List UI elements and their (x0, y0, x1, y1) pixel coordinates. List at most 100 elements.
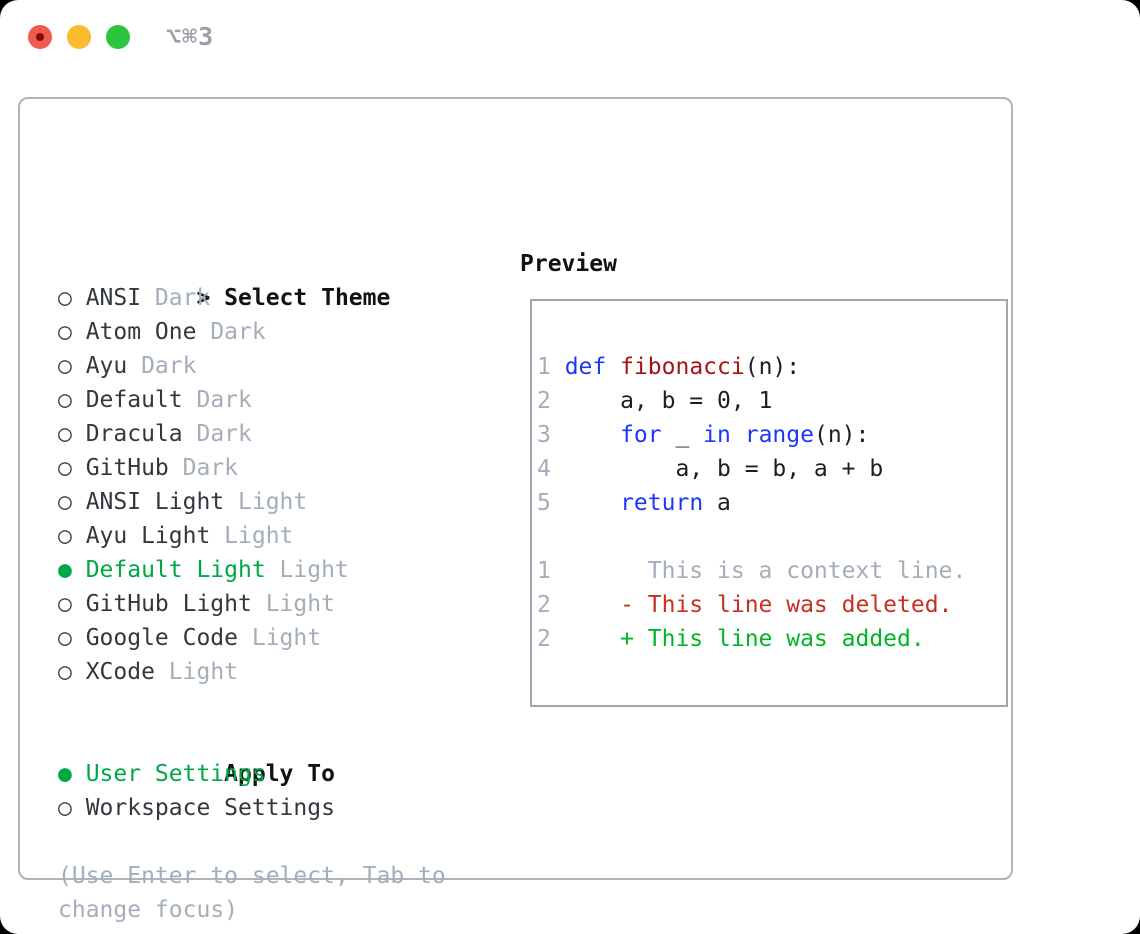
theme-name: Default Light (85, 557, 266, 583)
radio-unselected-icon: ○ (58, 285, 72, 311)
code-token: + This line was added. (564, 626, 925, 652)
radio-unselected-icon: ○ (58, 455, 72, 481)
line-number: 5 (537, 490, 551, 516)
theme-name: GitHub Light (85, 591, 252, 617)
theme-item-dracula[interactable]: ○ Dracula Dark (58, 417, 498, 451)
theme-item-ansi[interactable]: ○ ANSI Dark (58, 281, 498, 315)
preview-line: 2 - This line was deleted. (537, 588, 1006, 622)
line-number: 4 (537, 456, 551, 482)
theme-name: ANSI Light (85, 489, 225, 515)
code-token: for (620, 422, 662, 448)
radio-unselected-icon: ○ (58, 625, 72, 651)
code-token: (n): (744, 354, 801, 380)
radio-selected-icon: ● (58, 557, 72, 583)
apply-option-workspace-settings[interactable]: ○ Workspace Settings (58, 791, 498, 825)
line-number: 2 (537, 388, 551, 414)
theme-item-google-code[interactable]: ○ Google Code Light (58, 621, 498, 655)
code-token: This is a context line. (564, 558, 967, 584)
theme-name: ANSI (85, 285, 142, 311)
theme-name: Dracula (85, 421, 183, 447)
preview-code: 1 def fibonacci(n): 2 a, b = 0, 1 3 for _ i… (532, 301, 1006, 656)
apply-to-title: Apply To (224, 761, 335, 787)
radio-unselected-icon: ○ (58, 353, 72, 379)
code-token: range (744, 422, 814, 448)
radio-selected-icon: ● (58, 761, 72, 787)
preview-pane: 1 def fibonacci(n): 2 a, b = 0, 1 3 for _ i… (530, 299, 1008, 707)
variant-tag: Light (238, 489, 308, 515)
code-token: - This line was deleted. (564, 592, 953, 618)
code-token: fibonacci (620, 354, 745, 380)
close-dot-icon (36, 33, 44, 41)
variant-tag: Dark (210, 319, 266, 345)
theme-name: Ayu Light (85, 523, 211, 549)
line-number: 1 (537, 558, 551, 584)
code-token: a, b = 0, 1 (564, 388, 773, 414)
apply-to-header: Apply To (58, 723, 498, 787)
radio-unselected-icon: ○ (58, 489, 72, 515)
code-token (565, 422, 620, 448)
variant-tag: Dark (196, 421, 252, 447)
preview-title: Preview (520, 251, 617, 277)
select-theme-title: Select Theme (224, 285, 391, 311)
line-number: 3 (537, 422, 551, 448)
variant-tag: Dark (141, 353, 197, 379)
code-token: return (620, 490, 704, 516)
preview-line: 5 return a (537, 486, 1006, 520)
preview-line: 4 a, b = b, a + b (537, 452, 1006, 486)
code-token: in (703, 422, 731, 448)
variant-tag: Dark (154, 285, 211, 311)
maximize-button[interactable] (106, 25, 130, 49)
code-token (606, 354, 620, 380)
theme-name: XCode (85, 659, 155, 685)
preview-line: 2 a, b = 0, 1 (537, 384, 1006, 418)
apply-to-options: ● User Settings ○ Workspace Settings (58, 757, 498, 825)
preview-line: 1 def fibonacci(n): (537, 350, 1006, 384)
line-number: 2 (537, 592, 551, 618)
close-button[interactable] (28, 25, 52, 49)
radio-unselected-icon: ○ (58, 319, 72, 345)
variant-tag: Light (265, 591, 335, 617)
radio-unselected-icon: ○ (58, 591, 72, 617)
apply-option-label: Workspace Settings (85, 795, 335, 821)
theme-item-default[interactable]: ○ Default Dark (58, 383, 498, 417)
theme-item-ansi-light[interactable]: ○ ANSI Light Light (58, 485, 498, 519)
code-token (731, 422, 745, 448)
variant-tag: Light (168, 659, 239, 685)
apply-option-label: User Settings (85, 761, 266, 787)
variant-tag: Light (251, 625, 322, 651)
keyboard-hint: (Use Enter to select, Tab to change focu… (58, 863, 446, 923)
code-token: def (564, 354, 607, 380)
theme-item-xcode[interactable]: ○ XCode Light (58, 655, 498, 689)
radio-unselected-icon: ○ (58, 659, 72, 685)
select-theme-header: > Select Theme (58, 247, 498, 311)
apply-option-user-settings[interactable]: ● User Settings (58, 757, 498, 791)
preview-line: 2 + This line was added. (537, 622, 1006, 656)
code-token: a (703, 490, 731, 516)
theme-name: Google Code (85, 625, 239, 651)
gap (58, 689, 498, 723)
minimize-button[interactable] (67, 25, 91, 49)
radio-unselected-icon: ○ (58, 795, 72, 821)
variant-tag: Dark (182, 455, 239, 481)
code-token (565, 490, 620, 516)
preview-line: 1 This is a context line. (537, 554, 1006, 588)
variant-tag: Light (224, 523, 294, 549)
radio-unselected-icon: ○ (58, 421, 72, 447)
line-number: 1 (537, 354, 551, 380)
theme-item-github-light[interactable]: ○ GitHub Light Light (58, 587, 498, 621)
cursor-indicator: > (196, 285, 211, 311)
code-token: _ (661, 422, 704, 448)
theme-name: Default (85, 387, 183, 413)
line-number: 2 (537, 626, 551, 652)
radio-unselected-icon: ○ (58, 387, 72, 413)
variant-tag: Dark (196, 387, 252, 413)
